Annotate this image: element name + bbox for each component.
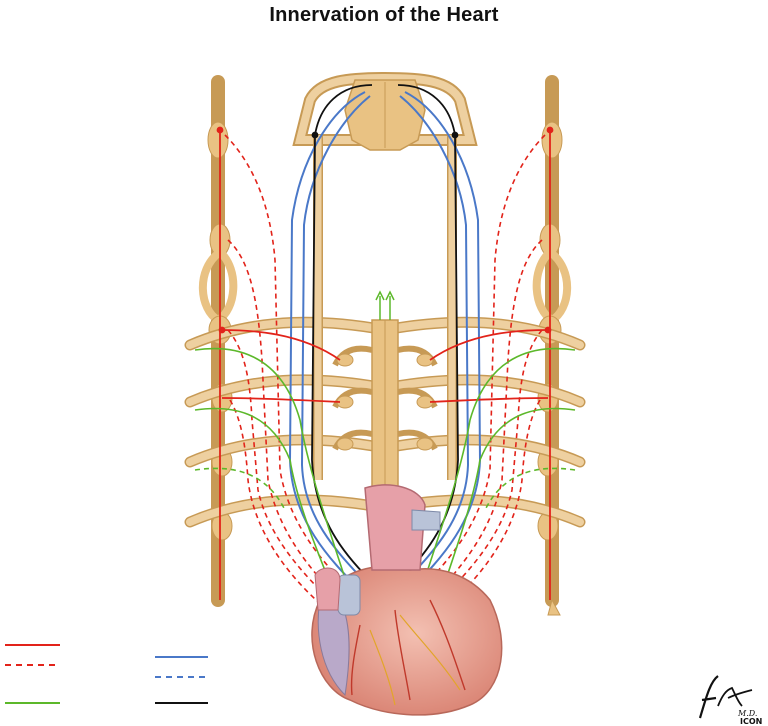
thoracic-spinal-cord — [332, 319, 438, 491]
svg-text:ICON: ICON — [740, 717, 762, 724]
sympathetic-preganglionic — [216, 126, 554, 600]
legend — [5, 644, 208, 704]
svg-text:M.D.: M.D. — [737, 709, 757, 718]
page-title: Innervation of the Heart — [269, 4, 499, 26]
artist-signature-logo: M.D. ICON — [698, 675, 762, 724]
upper-spinal-cord — [292, 71, 478, 480]
central-pathways — [311, 84, 459, 581]
heart — [311, 484, 503, 716]
